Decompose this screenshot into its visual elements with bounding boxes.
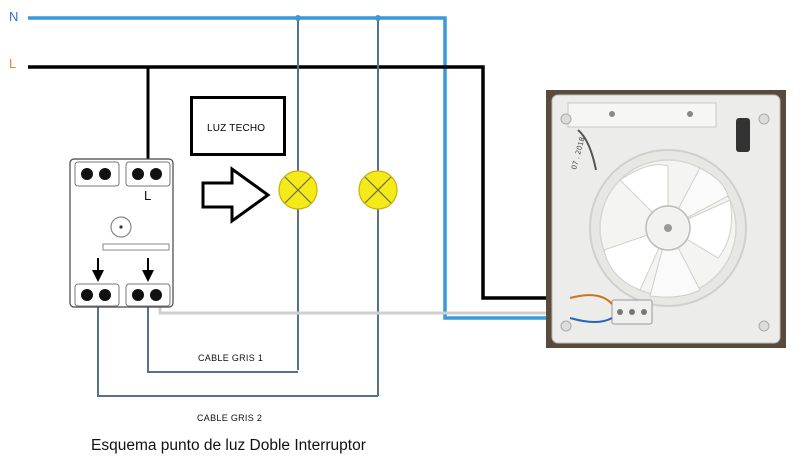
junction-dot — [375, 15, 381, 21]
lamp-icon — [358, 170, 398, 210]
switch-terminal-label: L — [144, 188, 152, 203]
junction-dot — [295, 15, 301, 21]
neutral-label: N — [9, 9, 19, 24]
extractor-fan-icon: 07 . 2018 — [546, 90, 786, 348]
double-switch-icon — [69, 158, 174, 308]
fan-return-wire — [158, 300, 560, 315]
diagram-caption: Esquema punto de luz Doble Interruptor — [91, 437, 366, 454]
cable-1-label: CABLE GRIS 1 — [198, 353, 264, 363]
lamp-box: LUZ TECHO — [190, 96, 286, 156]
lamp-icon — [278, 170, 318, 210]
right-arrow-icon — [201, 166, 271, 224]
gray-cable-2 — [97, 300, 378, 397]
neutral-wire — [28, 16, 560, 320]
live-wire — [28, 65, 560, 300]
cable-2-label: CABLE GRIS 2 — [197, 413, 263, 423]
gray-cable-1 — [147, 300, 298, 373]
lamp-box-label: LUZ TECHO — [207, 123, 266, 134]
live-label: L — [9, 56, 17, 71]
